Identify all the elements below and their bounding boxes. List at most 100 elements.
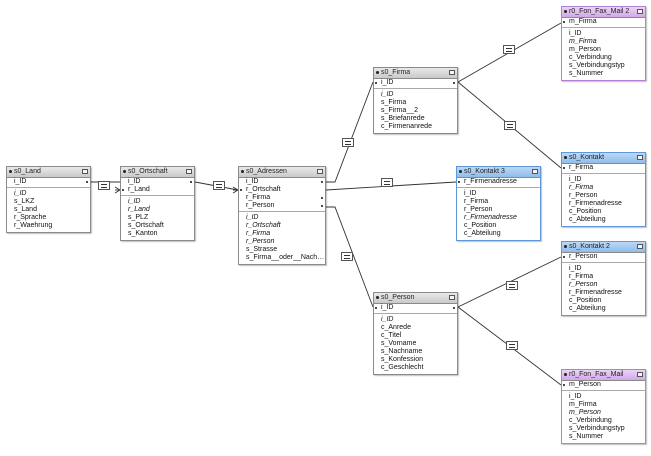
field-item[interactable]: r_Firma <box>464 198 489 205</box>
key-field[interactable]: i_ID <box>121 178 194 186</box>
key-field[interactable]: i_ID <box>374 79 457 87</box>
field-item[interactable]: s_PLZ <box>128 214 149 221</box>
field-item[interactable]: s_Verbindungstyp <box>569 425 625 432</box>
field-item[interactable]: i_ID <box>569 176 582 183</box>
field-item[interactable]: s_Firma__2 <box>381 107 418 114</box>
collapse-toggle-icon[interactable] <box>186 169 192 174</box>
field-item[interactable]: i_ID <box>381 91 394 98</box>
key-field[interactable]: r_Firma <box>562 164 645 172</box>
table-title[interactable]: s0_Person <box>374 293 457 304</box>
collapse-toggle-icon[interactable] <box>637 9 643 14</box>
field-item[interactable]: r_Person <box>246 238 275 245</box>
key-field[interactable]: i_ID <box>7 178 90 186</box>
field-item[interactable]: s_Firma <box>381 99 407 106</box>
field-item[interactable]: c_Geschlecht <box>381 364 424 371</box>
field-item[interactable]: m_Firma <box>569 38 597 45</box>
key-field[interactable]: r_Person <box>239 202 325 210</box>
field-item[interactable]: s_LKZ <box>14 198 35 205</box>
field-item[interactable]: i_ID <box>464 190 477 197</box>
field-item[interactable]: m_Firma <box>569 401 597 408</box>
field-item[interactable]: s_Kanton <box>128 230 158 237</box>
field-item[interactable]: i_ID <box>128 198 141 205</box>
relationship-operator-icon[interactable] <box>381 177 393 187</box>
field-item[interactable]: i_ID <box>246 214 259 221</box>
table-title[interactable]: s0_Firma <box>374 68 457 79</box>
field-item[interactable]: c_Position <box>569 208 602 215</box>
key-field[interactable]: m_Person <box>562 381 645 389</box>
key-field[interactable]: r_Firma <box>239 194 325 202</box>
field-item[interactable]: r_Firmenadresse <box>569 200 622 207</box>
field-item[interactable]: r_Person <box>464 206 493 213</box>
field-item[interactable]: c_Firmenanrede <box>381 123 432 130</box>
field-item[interactable]: s_Nummer <box>569 433 604 440</box>
field-item[interactable]: r_Firma <box>569 184 594 191</box>
field-item[interactable]: s_Strasse <box>246 246 278 253</box>
relationship-operator-icon[interactable] <box>98 180 110 190</box>
key-field[interactable]: r_Firmenadresse <box>457 178 540 186</box>
field-item[interactable]: r_Firma <box>569 273 594 280</box>
relationship-operator-icon[interactable] <box>342 137 354 147</box>
relationship-line[interactable] <box>114 189 121 194</box>
relationship-operator-icon[interactable] <box>503 44 515 54</box>
field-item[interactable]: s_Land <box>14 206 37 213</box>
field-item[interactable]: i_ID <box>569 30 582 37</box>
table-title[interactable]: r0_Fon_Fax_Mail <box>562 370 645 381</box>
field-item[interactable]: c_Abteilung <box>569 305 606 312</box>
key-field[interactable]: r_Ortschaft <box>239 186 325 194</box>
field-item[interactable]: c_Anrede <box>381 324 411 331</box>
field-item[interactable]: s_Nummer <box>569 70 604 77</box>
relationship-line[interactable] <box>326 206 374 308</box>
relationship-line[interactable] <box>232 189 239 194</box>
field-item[interactable]: c_Abteilung <box>464 230 501 237</box>
field-item[interactable]: m_Person <box>569 46 601 53</box>
collapse-toggle-icon[interactable] <box>449 70 455 75</box>
field-item[interactable]: c_Position <box>464 222 497 229</box>
field-item[interactable]: r_Waehrung <box>14 222 53 229</box>
field-item[interactable]: s_Firma__oder__Nach… <box>246 254 325 261</box>
field-item[interactable]: i_ID <box>569 393 582 400</box>
field-item[interactable]: c_Titel <box>381 332 402 339</box>
field-item[interactable]: i_ID <box>381 316 394 323</box>
collapse-toggle-icon[interactable] <box>82 169 88 174</box>
key-field[interactable]: i_ID <box>239 178 325 186</box>
relationship-line[interactable] <box>232 186 239 191</box>
relationship-line[interactable] <box>326 81 374 183</box>
table-title[interactable]: s0_Kontakt 3 <box>457 167 540 178</box>
relationship-operator-icon[interactable] <box>506 280 518 290</box>
field-item[interactable]: c_Abteilung <box>569 216 606 223</box>
field-item[interactable]: r_Firma <box>246 230 271 237</box>
field-item[interactable]: r_Land <box>128 206 150 213</box>
relationship-line[interactable] <box>114 186 121 191</box>
relationship-operator-icon[interactable] <box>506 340 518 350</box>
collapse-toggle-icon[interactable] <box>449 295 455 300</box>
field-item[interactable]: r_Person <box>569 192 598 199</box>
field-item[interactable]: s_Vorname <box>381 340 417 347</box>
field-item[interactable]: r_Firmenadresse <box>464 214 517 221</box>
table-title[interactable]: s0_Land <box>7 167 90 178</box>
field-item[interactable]: s_Nachname <box>381 348 423 355</box>
field-item[interactable]: s_Briefanrede <box>381 115 425 122</box>
field-item[interactable]: s_Konfession <box>381 356 424 363</box>
table-title[interactable]: s0_Ortschaft <box>121 167 194 178</box>
field-item[interactable]: c_Verbindung <box>569 417 612 424</box>
table-title[interactable]: s0_Adressen <box>239 167 325 178</box>
field-item[interactable]: r_Firmenadresse <box>569 289 622 296</box>
field-item[interactable]: r_Person <box>569 281 598 288</box>
relationship-operator-icon[interactable] <box>341 251 353 261</box>
key-field[interactable]: r_Person <box>562 253 645 261</box>
table-title[interactable]: s0_Kontakt <box>562 153 645 164</box>
collapse-toggle-icon[interactable] <box>637 244 643 249</box>
key-field[interactable]: i_ID <box>374 304 457 312</box>
collapse-toggle-icon[interactable] <box>532 169 538 174</box>
key-field[interactable]: m_Firma <box>562 18 645 26</box>
field-item[interactable]: m_Person <box>569 409 601 416</box>
field-item[interactable]: r_Ortschaft <box>246 222 281 229</box>
field-item[interactable]: s_Ortschaft <box>128 222 164 229</box>
